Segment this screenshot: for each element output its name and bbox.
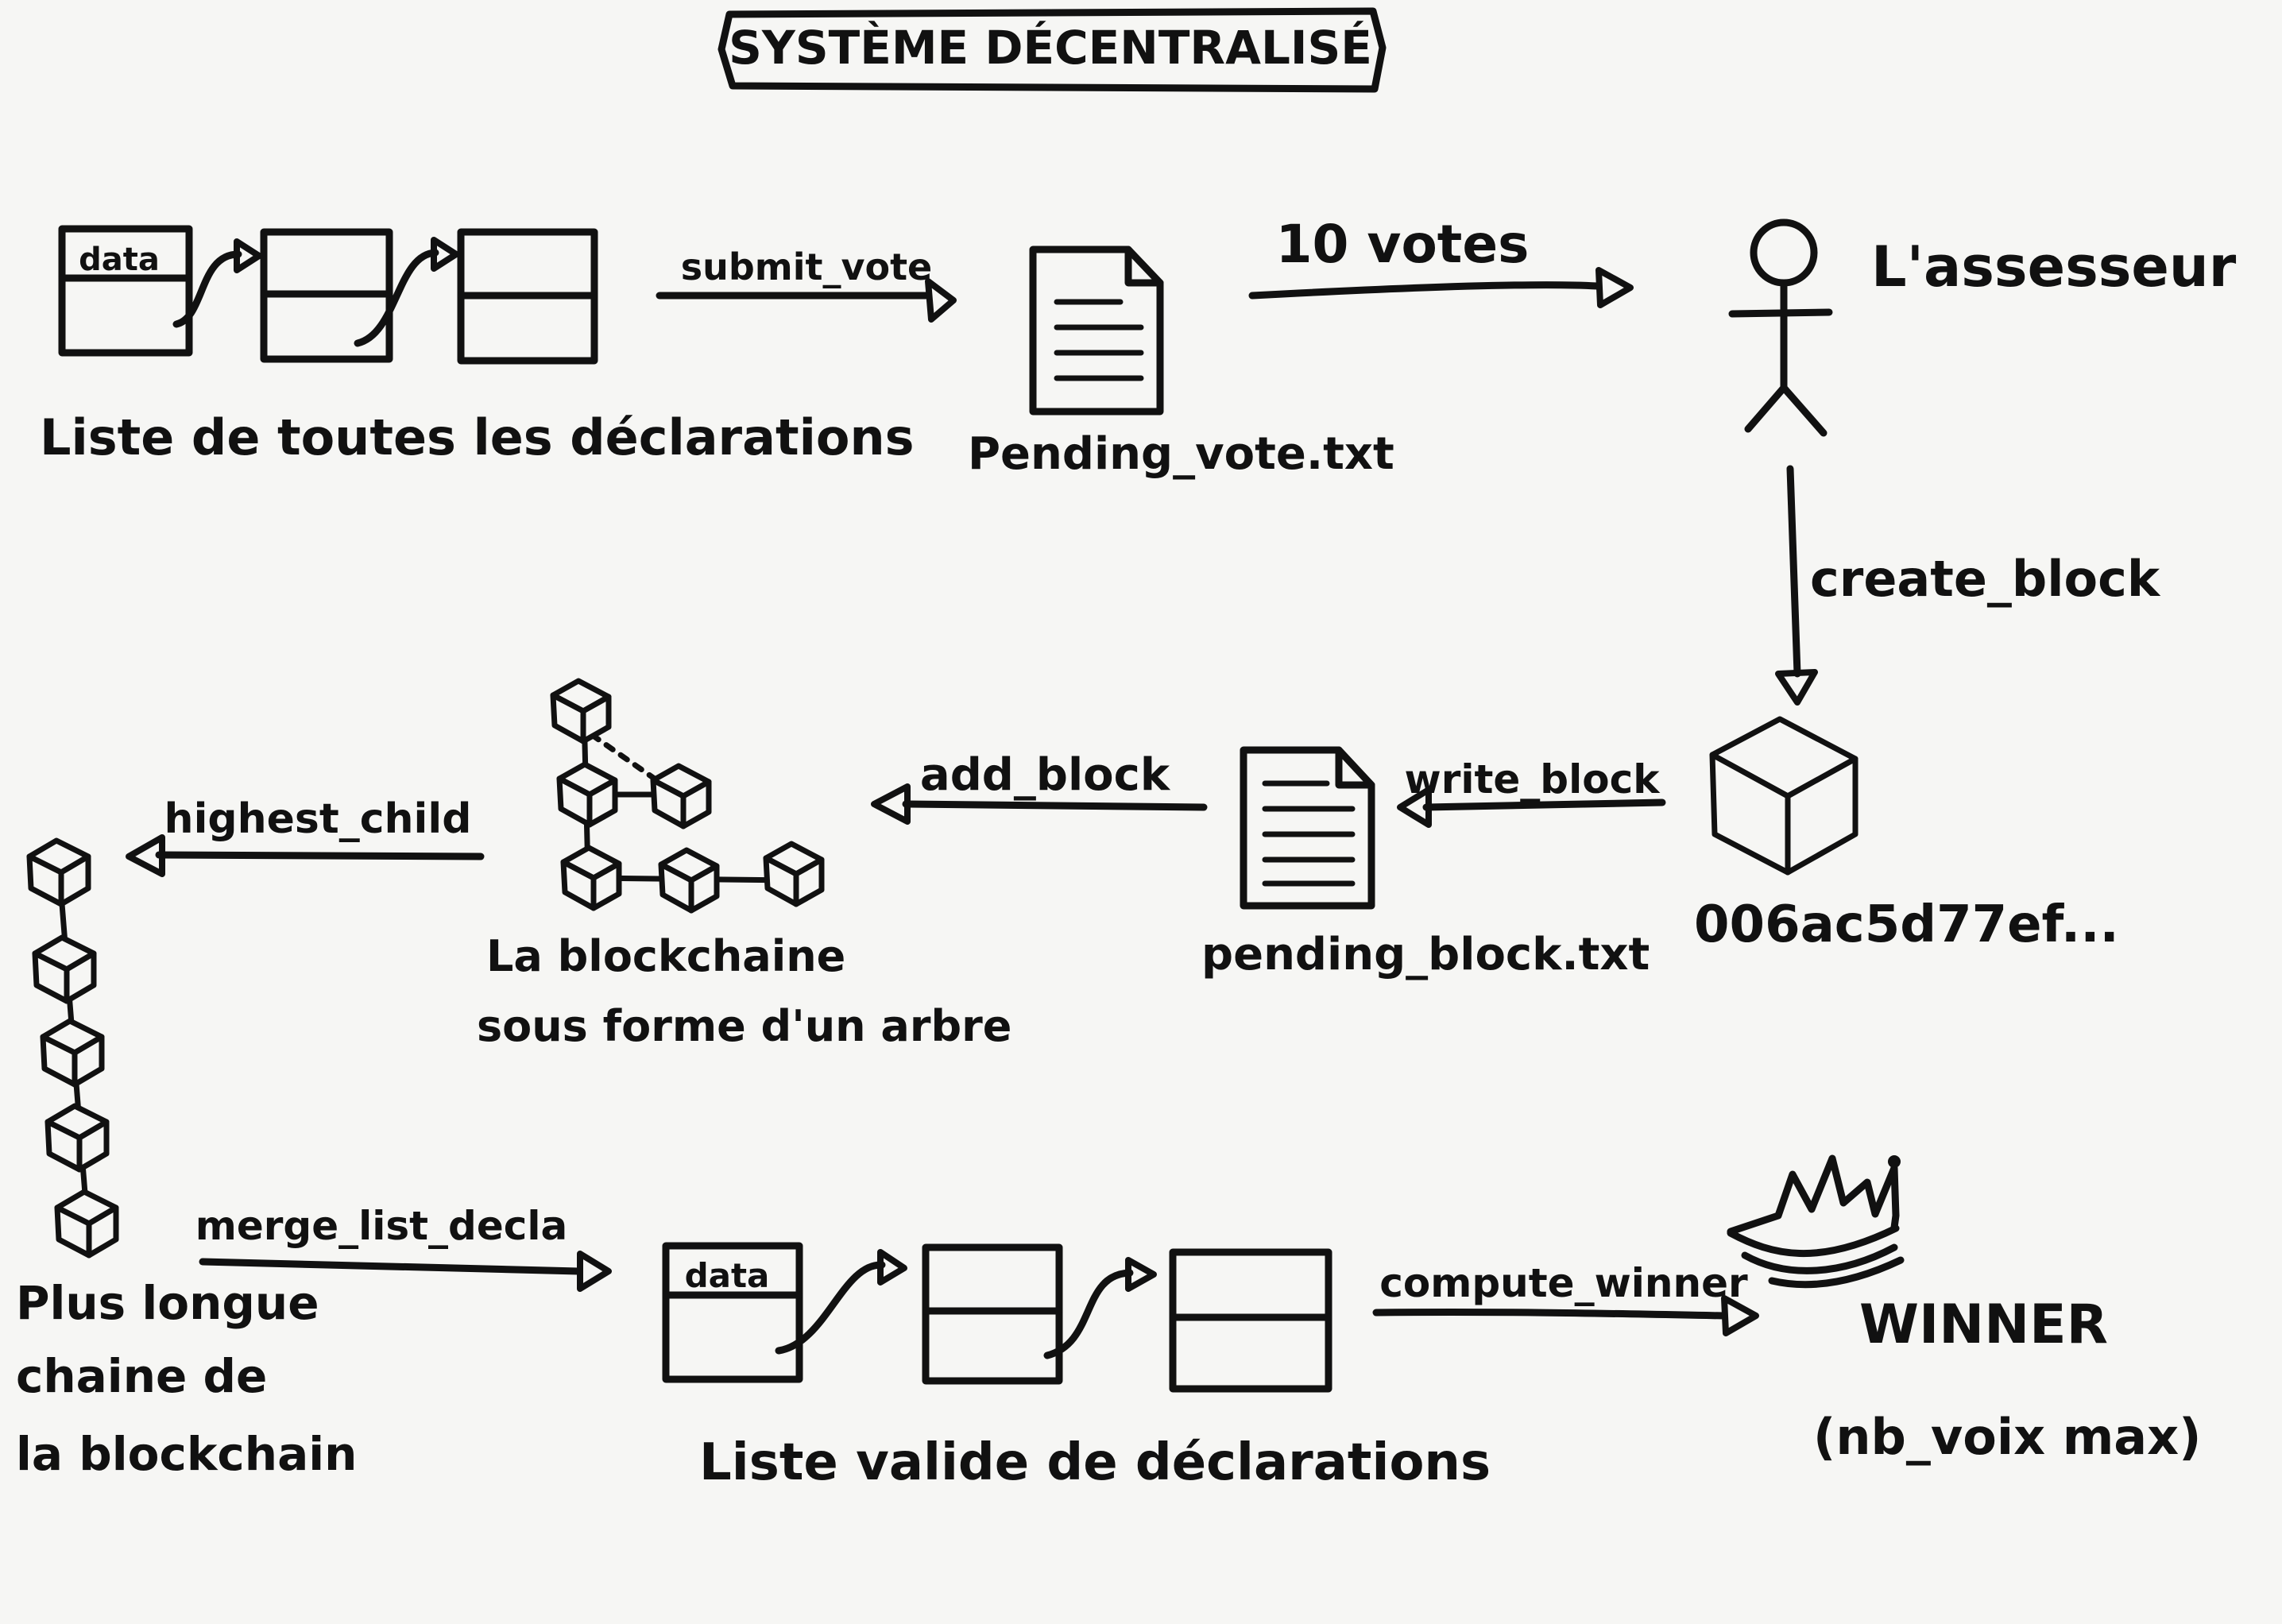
chain-cube-icon [54,1189,119,1259]
longest-chain-label-line3: la blockchain [16,1427,357,1481]
edge-label-add-block: add_block [920,749,1171,801]
winner: WINNER (nb_voix max) [1727,1154,2201,1466]
assessor: L'assesseur [1728,218,2237,437]
tree-cube-icon [650,763,712,829]
edge-merge-list-decla: merge_list_decla [195,1203,612,1292]
edge-label-merge-list-decla: merge_list_decla [195,1203,568,1249]
pending-block-file: pending_block.txt [1201,746,1650,980]
edge-label-highest-child: highest_child [164,795,472,843]
edge-add-block: add_block [871,749,1208,825]
winner-label: WINNER [1859,1293,2108,1356]
blockchain-tree-label-line2: sous forme d'un arbre [477,1001,1011,1051]
document-icon [1240,746,1375,910]
all-declarations-list-label: Liste de toutes les déclarations [40,408,915,466]
tree-cube-icon [550,678,612,744]
edge-ten-votes: 10 votes [1248,214,1634,308]
cube-icon [1709,716,1858,876]
chain-cube-icon [32,934,97,1004]
longest-chain-label-line1: Plus longue [16,1276,319,1330]
pending-block-file-label: pending_block.txt [1201,929,1650,980]
edge-create-block: create_block [1775,465,2161,706]
blockchain-tree-label-line1: La blockchaine [486,931,845,981]
edge-submit-vote: submit_vote [656,246,957,323]
edge-highest-child: highest_child [126,795,485,877]
block-hash-label: 006ac5d77ef... [1694,895,2119,954]
longest-chain: Plus longue chaine de la blockchain [16,837,357,1481]
document-icon [1029,246,1164,416]
valid-declarations-list: data Liste valide de déclarations [662,1242,1491,1492]
blockchain-tree: La blockchaine sous forme d'un arbre [477,678,1011,1051]
tree-cube-icon [763,841,825,907]
edge-label-ten-votes: 10 votes [1276,214,1530,275]
edge-label-submit-vote: submit_vote [681,246,933,288]
assessor-label: L'assesseur [1871,234,2237,300]
edge-label-write-block: write_block [1405,756,1661,802]
person-icon [1728,218,1833,437]
edge-label-create-block: create_block [1810,550,2161,608]
diagram-title: SYSTÈME DÉCENTRALISÉ [729,20,1372,75]
edge-compute-winner: compute_winner [1372,1260,1759,1336]
edge-write-block: write_block [1397,756,1666,828]
crown-icon [1727,1154,1905,1289]
edge-label-compute-winner: compute_winner [1379,1260,1748,1306]
pending-vote-file: Pending_vote.txt [968,246,1394,480]
tree-cube-icon [658,847,720,914]
list-cell-data-label: data [685,1256,770,1295]
chain-cube-icon [40,1018,105,1088]
block: 006ac5d77ef... [1694,716,2119,954]
tree-cube-icon [560,845,622,911]
all-declarations-list: data Liste de toutes les déclarations [40,225,915,466]
longest-chain-label-line2: chaine de [16,1349,267,1403]
list-cell-data-label: data [79,242,160,278]
title-box: SYSTÈME DÉCENTRALISÉ [717,7,1387,93]
winner-criterion-label: (nb_voix max) [1813,1408,2201,1466]
valid-declarations-list-label: Liste valide de déclarations [699,1433,1491,1492]
pending-vote-file-label: Pending_vote.txt [968,428,1394,480]
chain-cube-icon [26,837,91,907]
tree-cube-icon [556,761,618,828]
chain-cube-icon [44,1103,110,1173]
